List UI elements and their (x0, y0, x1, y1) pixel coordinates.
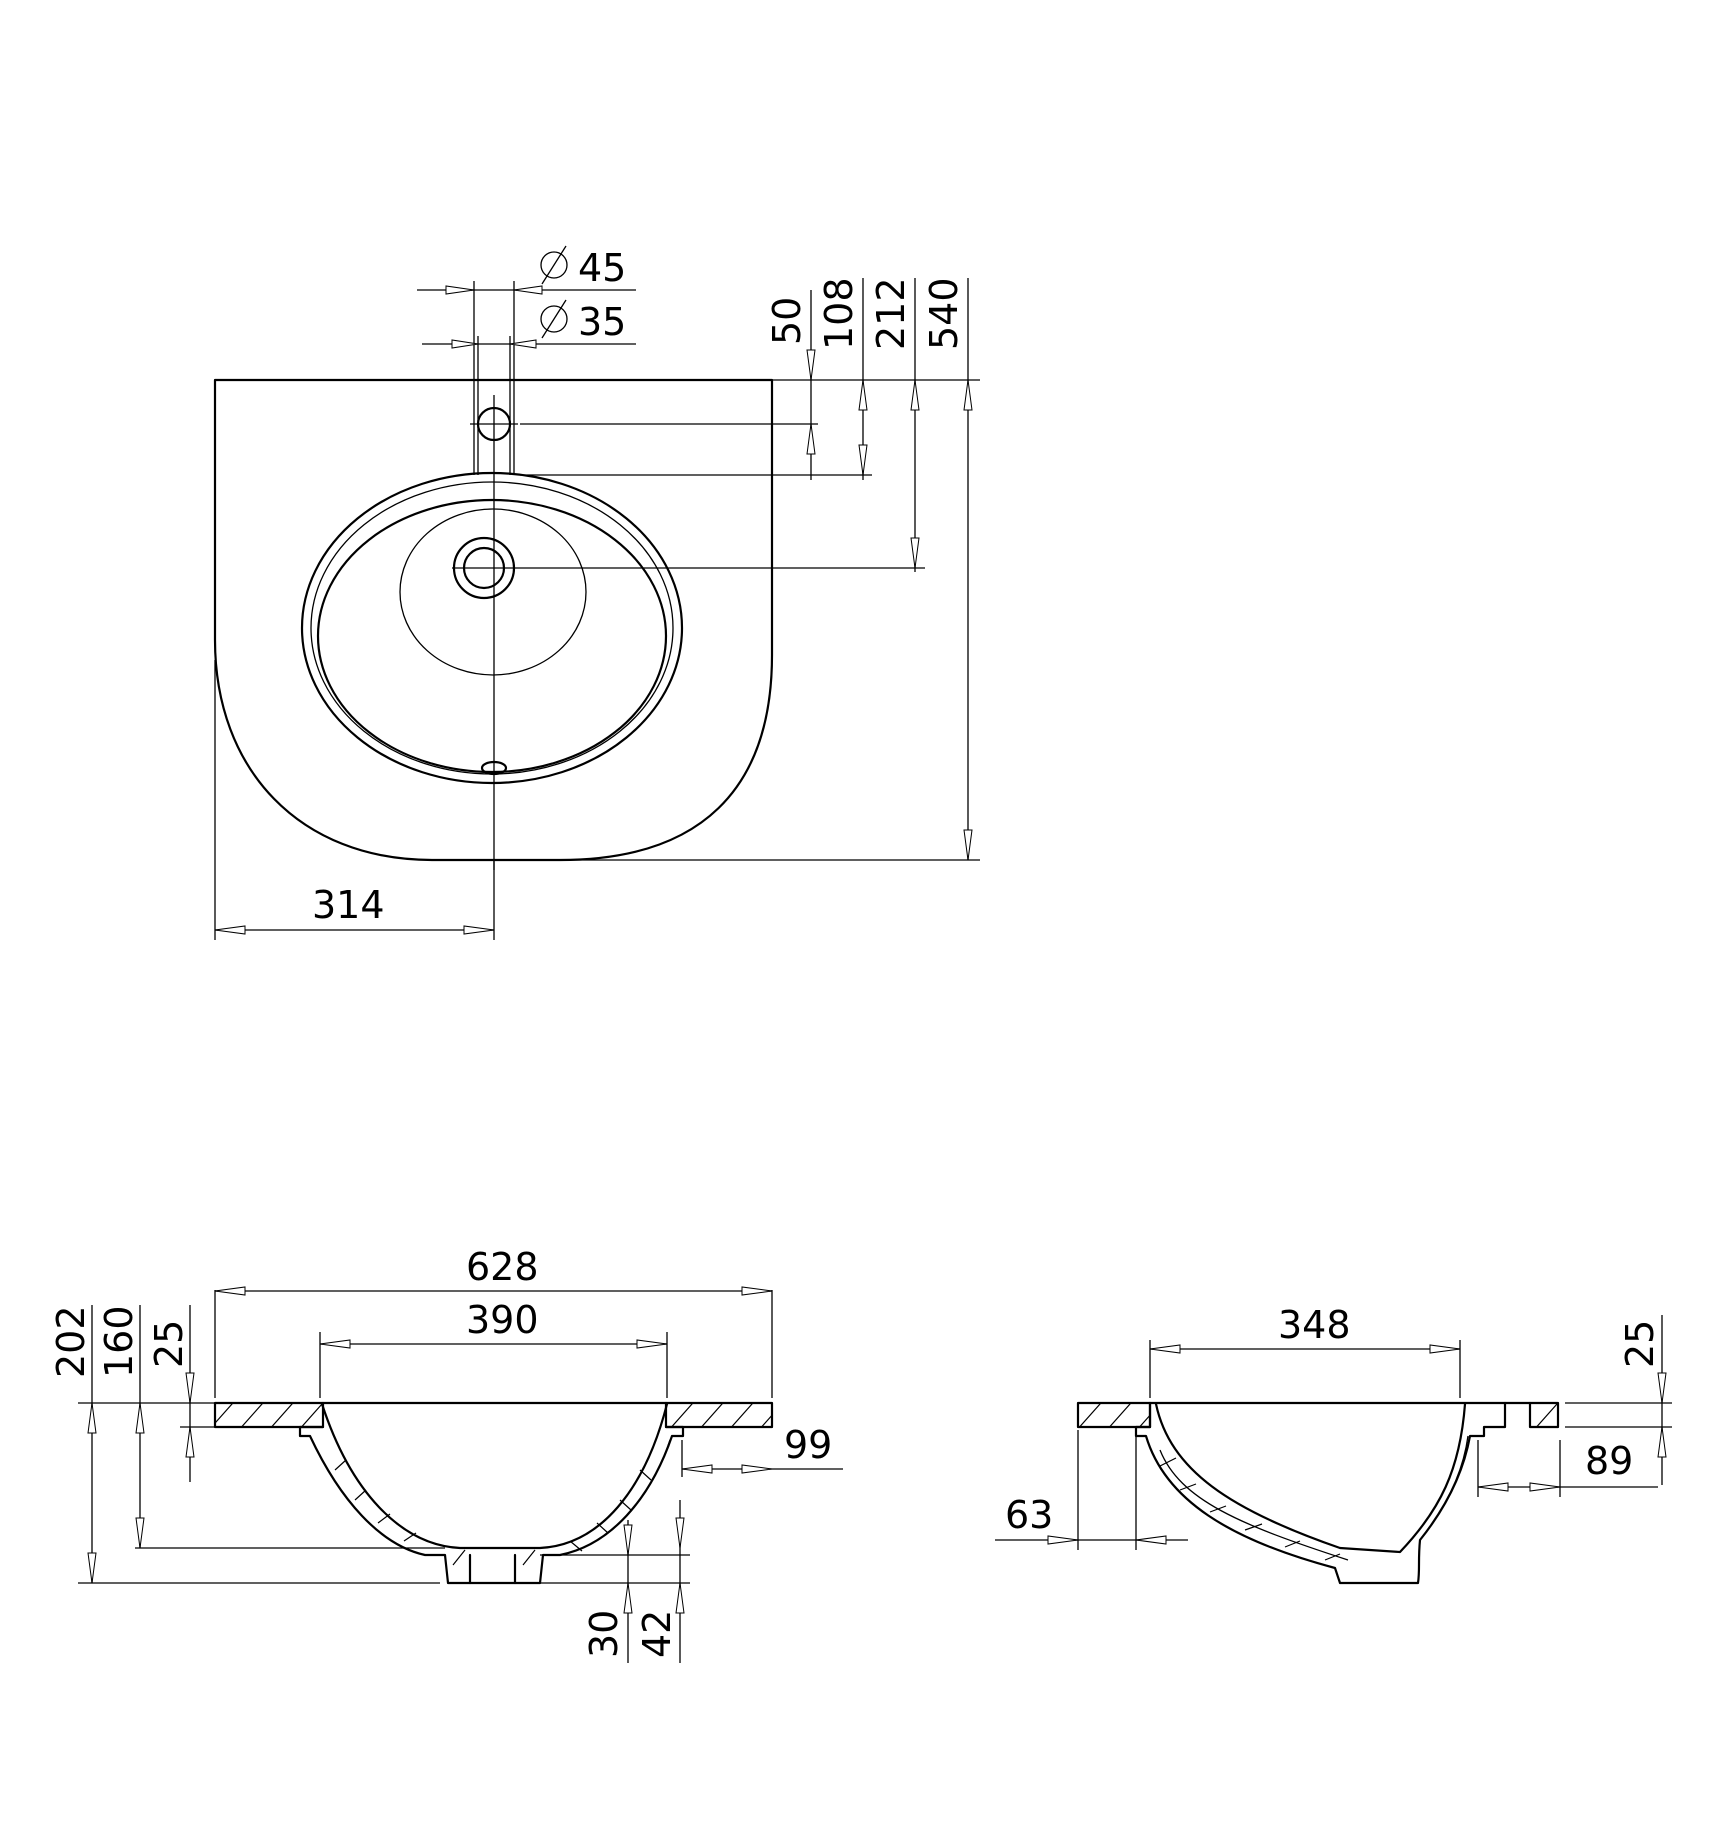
dim-label-99: 99 (784, 1423, 832, 1467)
top-view: 45 35 50 108 212 540 314 (213, 245, 980, 940)
dim-label-160: 160 (97, 1305, 141, 1378)
side-section-view: 348 25 89 63 (995, 1303, 1672, 1585)
dim-label-202: 202 (49, 1305, 93, 1378)
tap-hole-inner-diameter: 35 (578, 300, 626, 344)
dim-label-89: 89 (1585, 1439, 1633, 1483)
front-section-view: 628 390 202 160 25 99 30 42 (49, 1245, 843, 1663)
dim-label-50: 50 (765, 297, 809, 345)
drain-area (399, 508, 587, 676)
dim-label-63: 63 (1005, 1493, 1053, 1537)
dim-label-42: 42 (635, 1610, 679, 1658)
dim-label-628: 628 (466, 1245, 539, 1289)
tap-hole-outer-diameter: 45 (578, 246, 626, 290)
dim-label-540: 540 (922, 277, 966, 350)
dim-label-314: 314 (312, 883, 385, 927)
dim-label-108: 108 (817, 277, 861, 350)
dim-label-348: 348 (1278, 1303, 1351, 1347)
diameter-symbol (540, 299, 568, 339)
diameter-symbol (540, 245, 568, 285)
dim-label-30: 30 (582, 1610, 626, 1658)
dim-label-25: 25 (1618, 1320, 1662, 1368)
dim-label-25: 25 (147, 1320, 191, 1368)
bowl-rim-outer (300, 471, 684, 785)
dim-label-212: 212 (869, 277, 913, 350)
bowl-basin (316, 498, 668, 774)
dim-label-390: 390 (466, 1298, 539, 1342)
